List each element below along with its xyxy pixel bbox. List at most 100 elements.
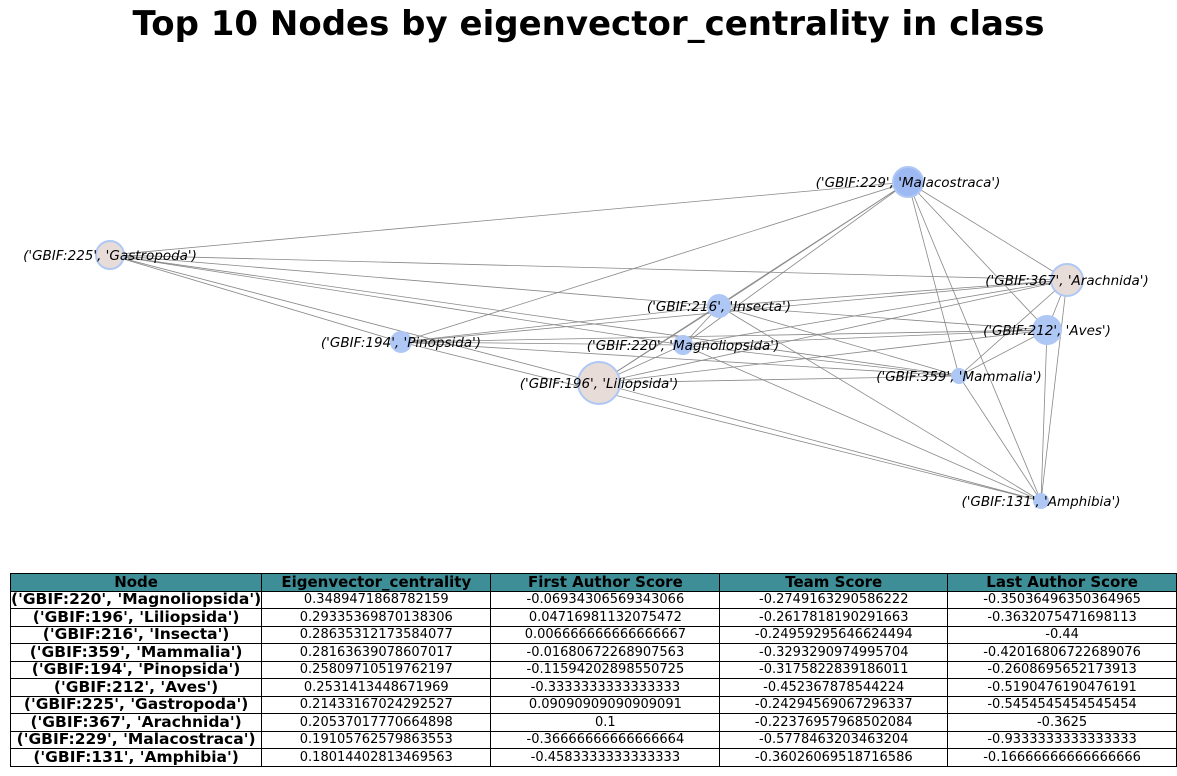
page-title: Top 10 Nodes by eigenvector_centrality i…	[132, 4, 1045, 44]
graph-edge	[400, 341, 684, 346]
table-row: ('GBIF:225', 'Gastropoda')0.214331670242…	[9, 695, 1177, 714]
graph-edge	[718, 305, 1048, 331]
table-row: ('GBIF:131', 'Amphibia')0.18014402813469…	[9, 748, 1177, 767]
graph-edge	[400, 279, 1068, 343]
graph-node	[390, 331, 412, 353]
graph-edge	[400, 329, 1048, 343]
table-cell-node: ('GBIF:359', 'Mammalia')	[9, 643, 263, 662]
table-cell-value: 0.20537017770664898	[261, 713, 492, 732]
graph-node	[577, 361, 621, 405]
graph-edge	[598, 382, 1042, 502]
graph-edge	[718, 181, 909, 307]
table-cell-value: -0.3293290974995704	[719, 643, 949, 662]
graph-edge	[109, 254, 684, 346]
table-cell-node: ('GBIF:212', 'Aves')	[9, 678, 263, 697]
graph-node	[95, 240, 125, 270]
graph-edge	[598, 329, 1048, 384]
table-row: ('GBIF:196', 'Liliopsida')0.293353698701…	[9, 608, 1177, 627]
table-cell-value: 0.28635312173584077	[261, 625, 492, 644]
table-row: ('GBIF:367', 'Arachnida')0.2053701777066…	[9, 713, 1177, 732]
graph-edge	[400, 305, 720, 343]
graph-edge	[907, 181, 960, 377]
table-row: ('GBIF:359', 'Mammalia')0.28163639078607…	[9, 643, 1177, 662]
graph-node-label: ('GBIF:225', 'Gastropoda')	[23, 248, 197, 264]
graph-edge	[958, 329, 1048, 377]
table-cell-node: ('GBIF:225', 'Gastropoda')	[9, 695, 263, 714]
table-cell-value: -0.22376957968502084	[719, 713, 949, 732]
graph-edge	[109, 254, 402, 343]
table-cell-value: -0.3175822839186011	[719, 660, 949, 679]
graph-node-label: ('GBIF:216', 'Insecta')	[647, 299, 791, 315]
graph-edge	[598, 375, 960, 384]
table-cell-value: -0.2608695652173913	[947, 660, 1177, 679]
table-row: ('GBIF:194', 'Pinopsida')0.2580971051976…	[9, 660, 1177, 679]
table-cell-value: -0.5778463203463204	[719, 730, 949, 749]
table-header-row: Node Eigenvector_centrality First Author…	[9, 573, 1177, 592]
table-cell-value: -0.24959295646624494	[719, 625, 949, 644]
graph-edge	[400, 181, 909, 343]
table-cell-value: -0.9333333333333333	[947, 730, 1177, 749]
graph-edge	[958, 279, 1068, 377]
graph-edge	[682, 329, 1048, 346]
graph-node	[707, 294, 731, 318]
table-cell-value: -0.11594202898550725	[490, 660, 721, 679]
table-cell-value: 0.29335369870138306	[261, 608, 492, 627]
graph-node-label: ('GBIF:131', 'Amphibia')	[961, 494, 1120, 510]
graph-edge	[907, 181, 1042, 502]
graph-edge	[907, 181, 1048, 331]
graph-edge	[1040, 329, 1048, 502]
table-cell-value: -0.36026069518716586	[719, 748, 949, 767]
graph-edge	[718, 305, 1042, 502]
graph-labels: ('GBIF:220', 'Magnoliopsida')('GBIF:196'…	[23, 175, 1149, 510]
table-row: ('GBIF:212', 'Aves')0.2531413448671969-0…	[9, 678, 1177, 697]
column-header-eigenvector-centrality: Eigenvector_centrality	[261, 573, 492, 592]
table-cell-node: ('GBIF:367', 'Arachnida')	[9, 713, 263, 732]
graph-edge	[718, 279, 1068, 307]
table-cell-node: ('GBIF:131', 'Amphibia')	[9, 748, 263, 767]
table-row: ('GBIF:216', 'Insecta')0.286353121735840…	[9, 625, 1177, 644]
table-cell-value: -0.01680672268907563	[490, 643, 721, 662]
table-cell-value: -0.16666666666666666	[947, 748, 1177, 767]
table-cell-value: 0.25809710519762197	[261, 660, 492, 679]
graph-node	[673, 335, 693, 355]
table-cell-value: 0.006666666666666667	[490, 625, 721, 644]
graph-node	[951, 368, 967, 384]
graph-edge	[109, 254, 960, 377]
table-cell-value: -0.452367878544224	[719, 678, 949, 697]
graph-edge	[682, 344, 1042, 502]
table-cell-value: 0.3489471868782159	[261, 590, 492, 609]
graph-edge	[400, 341, 1042, 502]
column-header-node: Node	[9, 573, 263, 592]
graph-edge	[1040, 279, 1068, 502]
column-header-first-author-score: First Author Score	[490, 573, 721, 592]
table-cell-value: -0.2617818190291663	[719, 608, 949, 627]
graph-edge	[958, 375, 1042, 502]
graph-edge	[682, 279, 1068, 346]
table-cell-value: -0.35036496350364965	[947, 590, 1177, 609]
graph-node-label: ('GBIF:212', 'Aves')	[983, 323, 1111, 339]
graph-edge	[682, 181, 909, 346]
table-cell-value: -0.42016806722689076	[947, 643, 1177, 662]
table-cell-node: ('GBIF:229', 'Malacostraca')	[9, 730, 263, 749]
graph-node-label: ('GBIF:196', 'Liliopsida')	[520, 376, 679, 392]
graph-edge	[400, 341, 960, 377]
table-cell-value: 0.1	[490, 713, 721, 732]
graph-node	[1032, 315, 1062, 345]
graph-edge	[109, 181, 909, 256]
graph-edge	[718, 305, 960, 377]
graph-edge	[598, 305, 720, 384]
table-cell-value: 0.18014402813469563	[261, 748, 492, 767]
table-cell-value: -0.36666666666666664	[490, 730, 721, 749]
table-cell-value: -0.24294569067296337	[719, 695, 949, 714]
table-row: ('GBIF:229', 'Malacostraca')0.1910576257…	[9, 730, 1177, 749]
graph-edge	[109, 254, 1068, 281]
graph-edge	[109, 254, 600, 384]
table-cell-value: -0.3625	[947, 713, 1177, 732]
graph-edge	[109, 254, 720, 307]
table-row: ('GBIF:220', 'Magnoliopsida')0.348947186…	[9, 590, 1177, 609]
graph-edge	[907, 181, 1068, 281]
graph-node-label: ('GBIF:367', 'Arachnida')	[985, 273, 1148, 289]
graph-edges	[109, 181, 1068, 502]
table-cell-node: ('GBIF:220', 'Magnoliopsida')	[9, 590, 263, 609]
network-graph: ('GBIF:220', 'Magnoliopsida')('GBIF:196'…	[23, 166, 1149, 510]
